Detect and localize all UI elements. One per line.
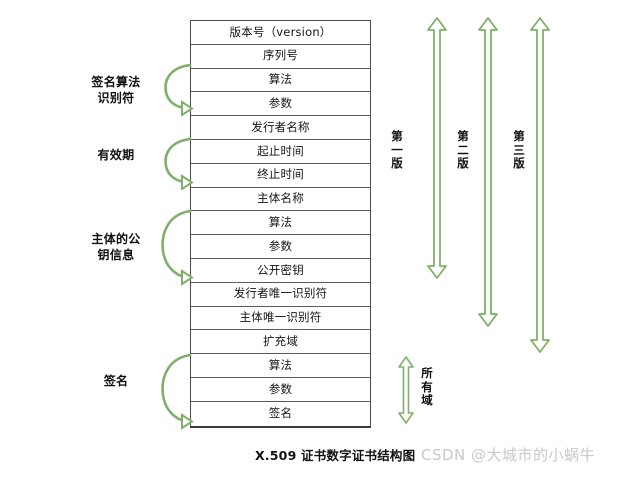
curved-arrow-signature-algorithm-identifier	[164, 63, 194, 116]
figure-caption: X.509 证书数字证书结构图	[255, 448, 416, 463]
all-fields-arrow	[398, 356, 414, 424]
all-fields-label-char-3: 域	[421, 393, 433, 407]
cell-issuer-unique-id: 发行者唯一识别符	[233, 286, 328, 301]
group-label-line-1: 主体的公	[91, 232, 141, 246]
all-fields-label: 所 有 域	[419, 366, 435, 408]
cell-subject-unique-id: 主体唯一识别符	[239, 310, 322, 325]
table-row: 参数	[191, 92, 370, 117]
table-row: 算法	[191, 354, 370, 378]
cell-public-key: 公开密钥	[257, 262, 304, 277]
cell-serial-number: 序列号	[262, 48, 299, 63]
group-label-signature-algorithm-identifier: 签名算法 识别符	[68, 74, 164, 106]
group-label-signature: 签名	[68, 373, 164, 389]
table-row: 算法	[191, 211, 370, 236]
cell-issuer-name: 发行者名称	[251, 119, 310, 134]
table-row: 公开密钥	[191, 258, 370, 283]
version-1-label: 第 一 版	[389, 129, 405, 171]
table-row: 序列号	[191, 44, 370, 69]
version-2-label-char-3: 版	[457, 156, 469, 170]
cell-not-after: 终止时间	[257, 167, 304, 182]
group-label-line-2: 钥信息	[97, 248, 135, 262]
version-3-label-char-1: 第	[513, 129, 525, 143]
version-2-label-char-2: 二	[457, 142, 469, 157]
version-1-arrow	[427, 17, 447, 279]
cell-sig-parameters: 参数	[268, 96, 293, 111]
certificate-structure-table: 版本号（version） 序列号 算法 参数 发行者名称 起止时间 终止时间 主…	[190, 20, 371, 428]
all-fields-label-char-2: 有	[421, 379, 433, 394]
cell-not-before: 起止时间	[257, 143, 304, 158]
version-3-arrow	[530, 17, 550, 353]
table-row: 发行者名称	[191, 116, 370, 140]
version-2-arrow	[478, 17, 498, 327]
version-2-label: 第 二 版	[455, 129, 471, 171]
curved-arrow-signature	[161, 353, 194, 430]
cell-version: 版本号（version）	[229, 24, 332, 39]
csdn-watermark: CSDN @大城市的小蜗牛	[421, 446, 596, 464]
cell-subject-name: 主体名称	[257, 191, 304, 206]
cell-pubkey-parameters: 参数	[268, 238, 293, 253]
curved-arrow-validity-period	[164, 137, 194, 190]
group-label-subject-public-key-info: 主体的公 钥信息	[68, 231, 164, 263]
table-row: 发行者唯一识别符	[191, 282, 370, 307]
version-2-label-char-1: 第	[457, 129, 469, 143]
group-label-line-1: 签名算法	[91, 75, 141, 89]
group-label-line-1: 签名	[103, 374, 129, 388]
cell-signature-value: 签名	[268, 405, 293, 420]
group-label-validity-period: 有效期	[68, 147, 164, 163]
cell-sig-algorithm: 算法	[268, 72, 293, 87]
table-row: 主体名称	[191, 187, 370, 212]
group-label-line-2: 识别符	[97, 91, 135, 105]
cell-signature-algorithm: 算法	[268, 357, 293, 372]
cell-signature-parameters: 参数	[268, 381, 293, 396]
version-3-label-char-3: 版	[513, 156, 525, 170]
cell-extensions: 扩充域	[262, 334, 299, 348]
table-row: 主体唯一识别符	[191, 306, 370, 331]
table-row: 参数	[191, 235, 370, 259]
table-row: 版本号（version）	[191, 21, 370, 45]
version-1-label-char-1: 第	[391, 129, 403, 143]
table-row: 签名	[191, 401, 370, 426]
version-1-label-char-2: 一	[391, 142, 403, 157]
cell-pubkey-algorithm: 算法	[268, 215, 293, 230]
version-3-label: 第 三 版	[511, 129, 527, 171]
group-label-line-1: 有效期	[97, 148, 135, 162]
table-row: 参数	[191, 377, 370, 402]
all-fields-label-char-1: 所	[421, 366, 433, 380]
version-3-label-char-2: 三	[513, 142, 525, 157]
table-row: 起止时间	[191, 139, 370, 164]
version-1-label-char-3: 版	[391, 156, 403, 170]
table-row: 算法	[191, 68, 370, 93]
table-row: 终止时间	[191, 163, 370, 188]
table-row: 扩充域	[191, 330, 370, 355]
